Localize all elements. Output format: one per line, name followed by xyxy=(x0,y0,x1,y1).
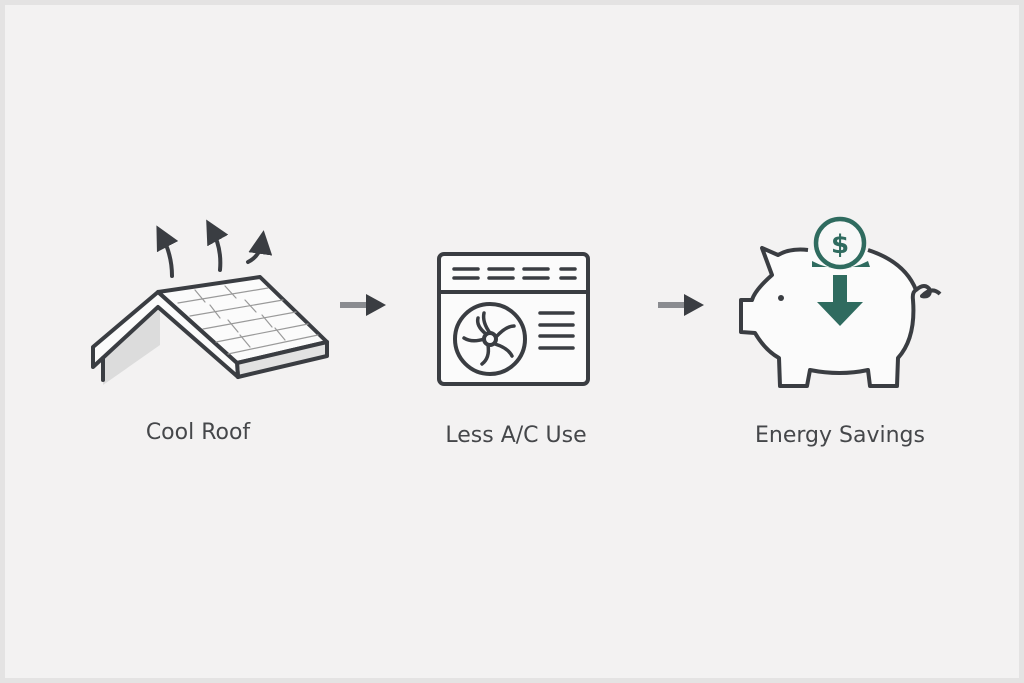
air-conditioner-icon xyxy=(437,252,590,386)
svg-text:$: $ xyxy=(831,230,849,260)
step-label-energy-savings: Energy Savings xyxy=(755,423,925,448)
step-label-less-ac-use: Less A/C Use xyxy=(445,423,587,448)
cool-roof-icon xyxy=(91,219,329,385)
dollar-coin-icon: $ xyxy=(812,216,870,326)
piggy-bank-icon xyxy=(739,246,942,388)
arrow-right-icon xyxy=(340,294,386,316)
arrow-right-icon xyxy=(658,294,704,316)
step-label-cool-roof: Cool Roof xyxy=(145,420,251,445)
